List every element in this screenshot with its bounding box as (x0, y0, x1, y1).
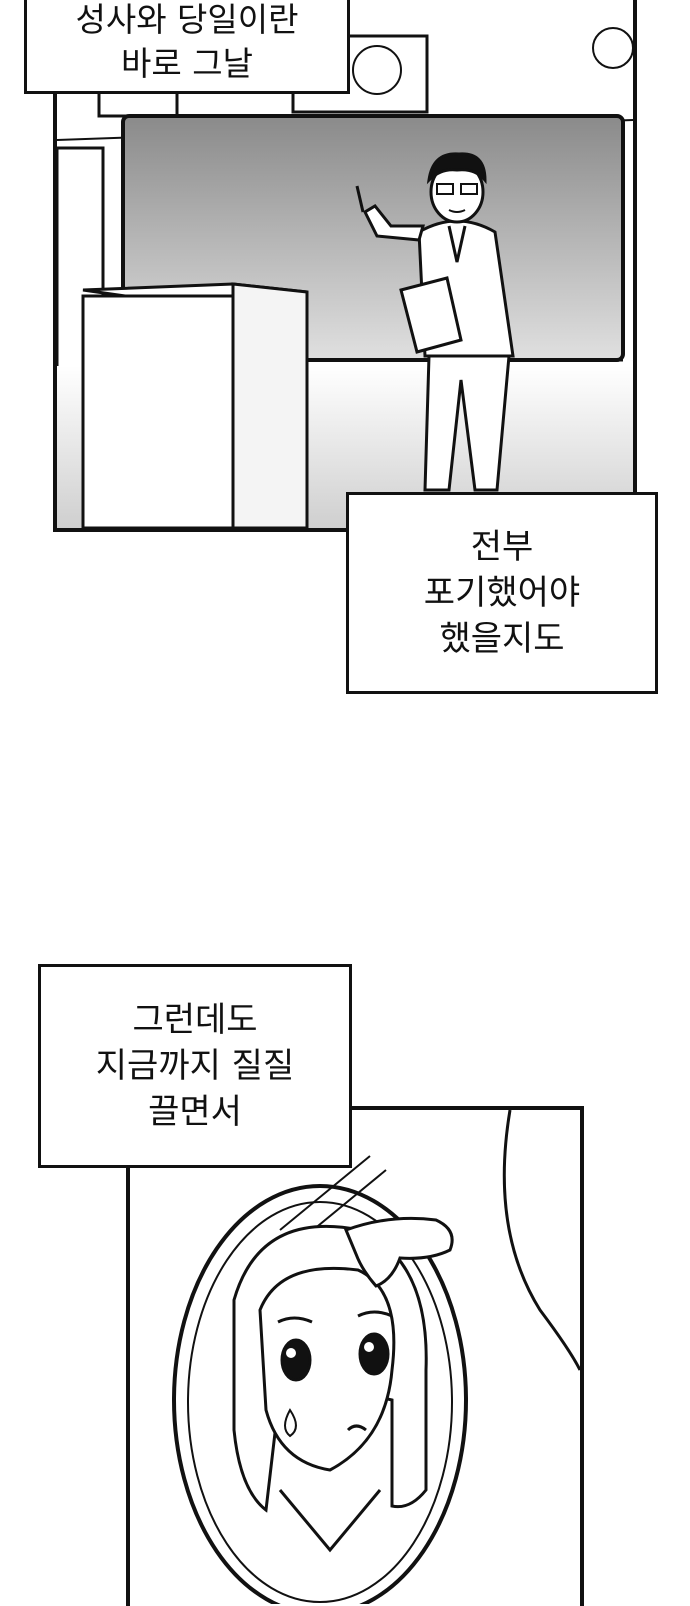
caption-top-line-1: 성사와 당일이란 (75, 0, 299, 39)
caption-lower-line-1: 그런데도 (132, 1000, 258, 1040)
clock-icon (592, 27, 633, 69)
caption-lower-line-2: 지금까지 질질 (95, 1046, 295, 1086)
lectern-side (231, 282, 309, 528)
caption-middle-line-2: 포기했어야 (423, 573, 581, 613)
caption-middle-line-3: 했을지도 (439, 619, 565, 659)
caption-lower: 그런데도 지금까지 질질 끌면서 (38, 964, 352, 1168)
caption-middle: 전부 포기했어야 했을지도 (346, 492, 658, 694)
teacher-figure (355, 152, 515, 492)
caption-middle-line-1: 전부 (470, 527, 534, 567)
mirror-illustration (172, 1110, 580, 1604)
lectern-front (81, 294, 235, 528)
mirror-panel (126, 1106, 584, 1606)
girl-reflection (232, 1216, 454, 1553)
caption-top: 성사와 당일이란 바로 그날 (24, 0, 350, 94)
caption-top-line-2: 바로 그날 (121, 44, 253, 83)
caption-lower-line-3: 끌면서 (148, 1092, 242, 1132)
